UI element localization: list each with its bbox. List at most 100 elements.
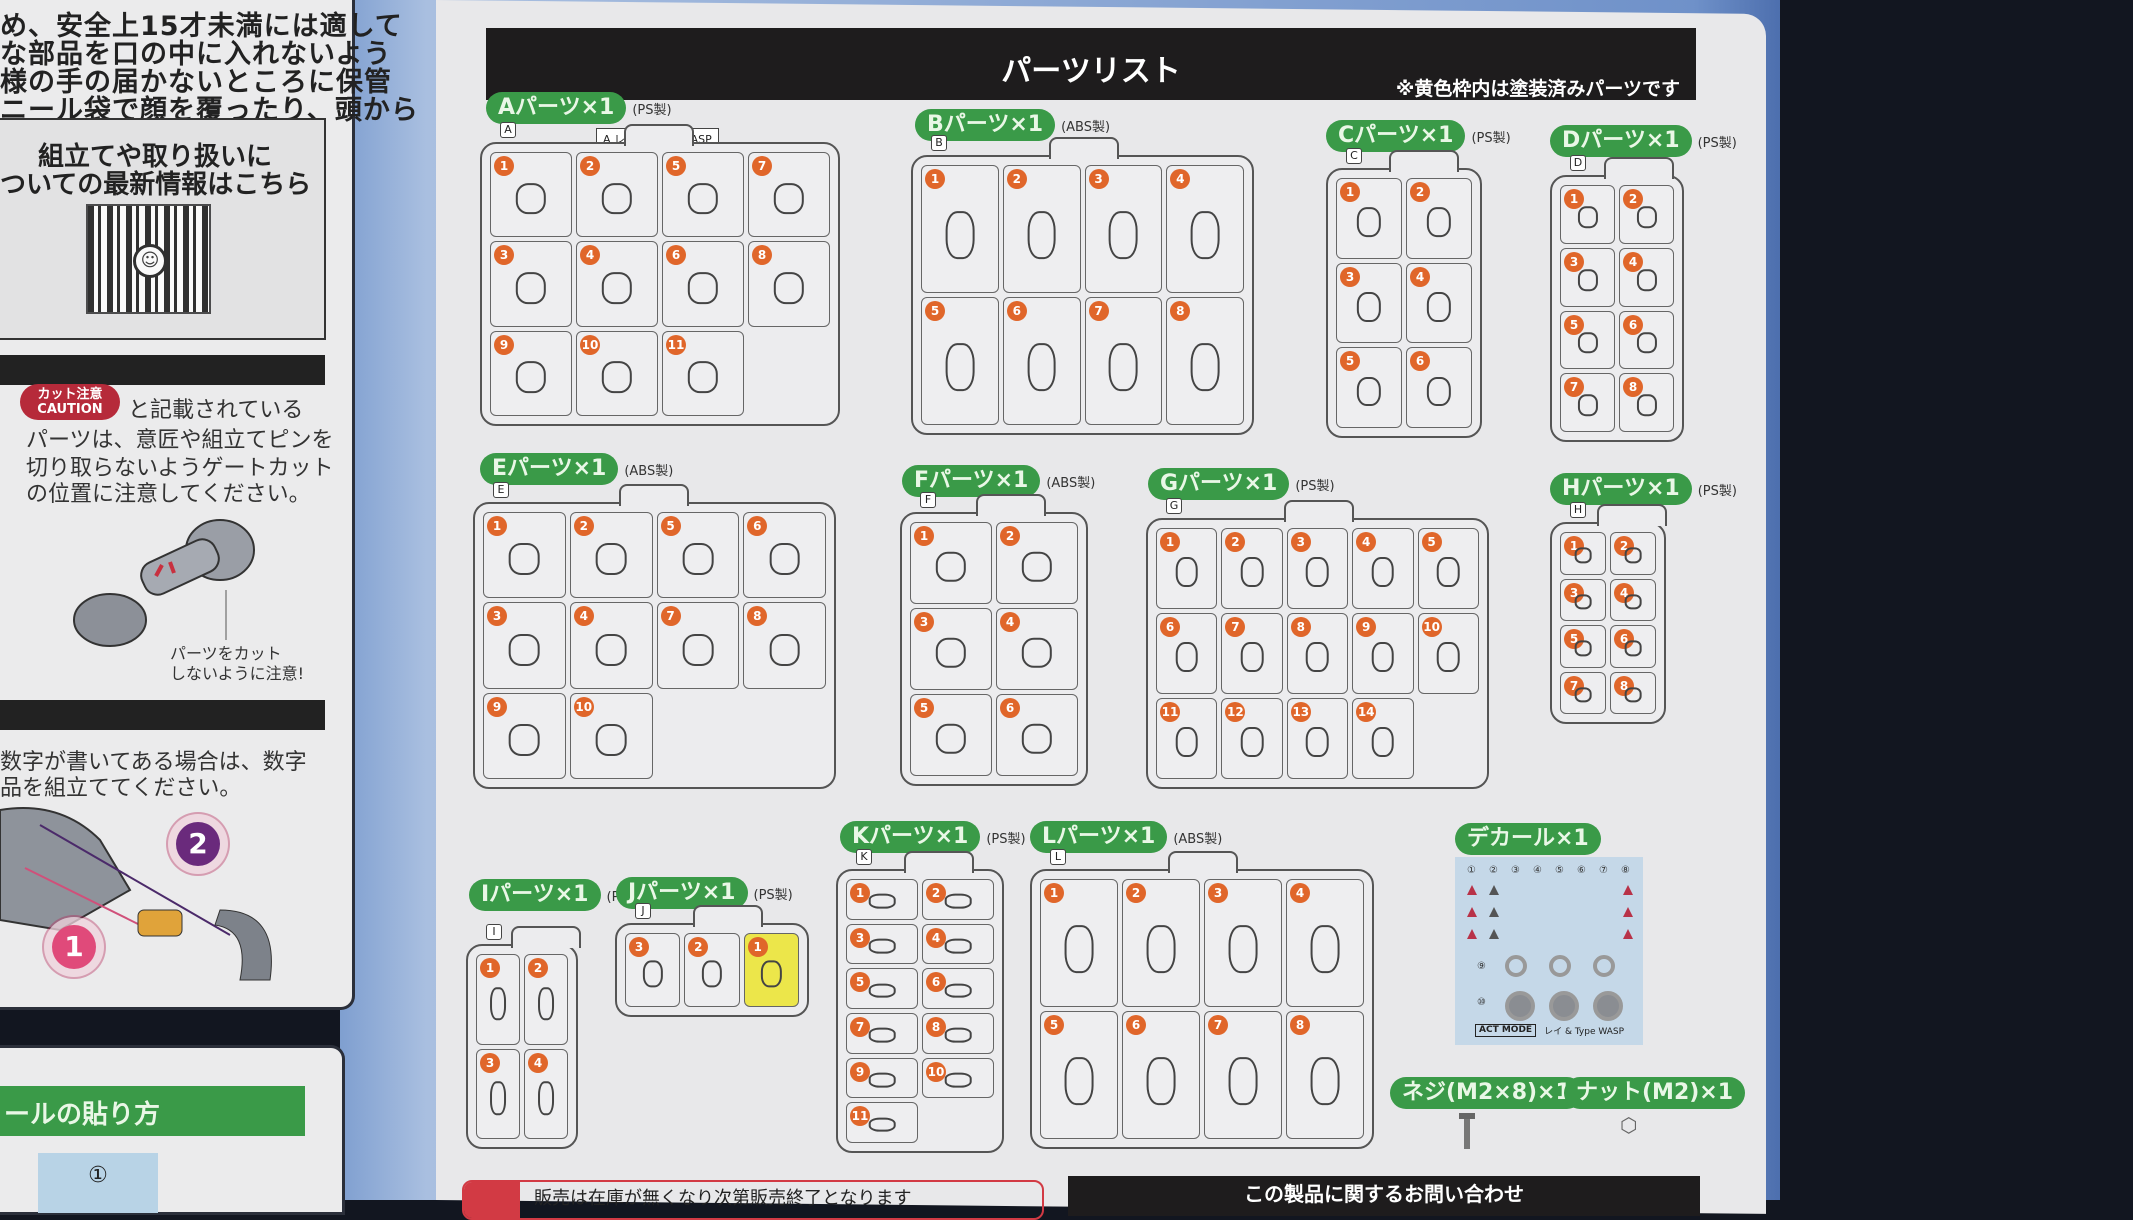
sprue-part[interactable]: 5	[846, 968, 918, 1009]
sprue-part[interactable]: 4	[1286, 879, 1364, 1007]
sprue-part[interactable]: 3	[490, 241, 572, 327]
sprue-part[interactable]: 6	[1619, 310, 1674, 370]
sprue-part[interactable]: 3	[1560, 247, 1615, 307]
sprue-part[interactable]: 9	[483, 692, 566, 779]
sprue-part[interactable]: 7	[748, 152, 830, 238]
sprue-part[interactable]: 12	[1221, 698, 1283, 779]
sprue-part[interactable]: 6	[1122, 1011, 1200, 1139]
sprue-part[interactable]: 5	[656, 512, 740, 599]
sprue-part[interactable]: 6	[1610, 625, 1656, 668]
sprue-part[interactable]: 8	[1286, 1011, 1364, 1139]
sprue-part[interactable]: 2	[1002, 165, 1081, 293]
sprue-part[interactable]: 2	[1122, 879, 1200, 1007]
sprue-part[interactable]: 1	[1040, 879, 1118, 1007]
sprue-part[interactable]: 1	[476, 954, 520, 1045]
sprue-part[interactable]: 9	[1352, 613, 1414, 694]
sprue-part[interactable]: 4	[1352, 528, 1414, 609]
sprue-part[interactable]: 5	[910, 694, 992, 776]
sprue-part[interactable]: 1	[743, 933, 799, 1007]
sprue-part[interactable]: 7	[656, 602, 740, 689]
sprue-part[interactable]: 6	[996, 694, 1078, 776]
sprue-part[interactable]: 7	[1560, 671, 1606, 714]
sprue-part[interactable]: 2	[922, 879, 994, 920]
sprue-part[interactable]: 8	[743, 602, 826, 689]
sprue-part[interactable]: 5	[921, 297, 999, 425]
sprue-part[interactable]: 5	[662, 152, 744, 238]
sprue-part[interactable]: 3	[1286, 528, 1349, 609]
sprue-part[interactable]: 11	[662, 330, 744, 416]
sprue-part[interactable]: 2	[684, 933, 740, 1007]
sprue-part[interactable]: 3	[1336, 262, 1402, 344]
sprue-part[interactable]: 5	[1336, 347, 1402, 428]
sprue-part[interactable]: 5	[1417, 528, 1479, 609]
sprue-part[interactable]: 3	[910, 608, 992, 690]
sprue-part[interactable]: 2	[576, 152, 658, 238]
sprue-part[interactable]: 2	[569, 512, 653, 599]
sprue-part[interactable]: 2	[1221, 528, 1283, 609]
sprue-part[interactable]: 2	[1619, 185, 1674, 244]
sprue-part[interactable]: 8	[1619, 373, 1674, 432]
sprue-part[interactable]: 4	[1610, 578, 1656, 621]
sprue-part[interactable]: 2	[524, 954, 568, 1045]
sprue-part[interactable]: 3	[625, 933, 681, 1007]
sprue-part[interactable]: 9	[490, 330, 572, 416]
sprue-part[interactable]: 1	[1560, 532, 1606, 575]
sprue-part[interactable]: 4	[1619, 247, 1674, 307]
sprue-part[interactable]: 4	[576, 241, 658, 327]
sprue-part[interactable]: 10	[576, 330, 658, 416]
sprue-part[interactable]: 4	[996, 608, 1078, 690]
sprue-part[interactable]: 3	[476, 1048, 520, 1139]
sprue-part[interactable]: 8	[1166, 297, 1244, 425]
sprue-part[interactable]: 6	[662, 241, 744, 327]
sprue-part[interactable]: 1	[483, 512, 566, 599]
sprue-part[interactable]: 10	[569, 692, 653, 779]
sprue-part[interactable]: 4	[524, 1048, 568, 1139]
sprue-part[interactable]: 11	[1156, 698, 1218, 779]
sprue-part[interactable]: 4	[922, 923, 994, 965]
sprue-part[interactable]: 8	[1286, 613, 1349, 694]
sprue-part[interactable]: 7	[1084, 297, 1163, 425]
part-number-badge: 1	[1044, 883, 1064, 903]
sprue-part[interactable]: 3	[846, 923, 918, 965]
sprue-part[interactable]: 4	[1166, 165, 1244, 293]
sprue-part[interactable]: 1	[1336, 178, 1402, 259]
sprue-part[interactable]: 10	[1417, 613, 1479, 694]
sprue-part[interactable]: 6	[1406, 347, 1472, 428]
sprue-part[interactable]: 8	[748, 241, 830, 327]
sprue-part[interactable]: 1	[910, 522, 992, 604]
sprue-part[interactable]: 6	[1156, 613, 1218, 694]
sprue-part[interactable]: 3	[1084, 165, 1163, 293]
sprue-part[interactable]: 8	[922, 1012, 994, 1054]
sprue-part[interactable]: 11	[846, 1102, 918, 1143]
sprue-part[interactable]: 14	[1352, 698, 1414, 779]
sprue-part[interactable]: 6	[922, 968, 994, 1009]
sprue-part[interactable]: 2	[1610, 532, 1656, 575]
sprue-part[interactable]: 13	[1286, 698, 1349, 779]
sprue-part[interactable]: 1	[846, 879, 918, 920]
sprue-part[interactable]: 4	[569, 602, 653, 689]
sprue-part[interactable]: 2	[1406, 178, 1472, 259]
qr-code[interactable]: ☺	[86, 204, 211, 314]
sprue-part[interactable]: 1	[490, 152, 572, 238]
sprue-part[interactable]: 1	[1156, 528, 1218, 609]
sprue-part[interactable]: 5	[1560, 625, 1606, 668]
sprue-part[interactable]: 10	[922, 1057, 994, 1099]
sprue-part[interactable]: 6	[743, 512, 826, 599]
sprue-part[interactable]: 8	[1610, 671, 1656, 714]
sprue-part[interactable]: 5	[1560, 310, 1615, 370]
sprue-part[interactable]: 3	[1560, 578, 1606, 621]
sprue-part[interactable]: 9	[846, 1057, 918, 1099]
sprue-part[interactable]: 1	[921, 165, 999, 293]
sprue-part[interactable]: 2	[996, 522, 1078, 604]
sprue-part[interactable]: 7	[1221, 613, 1283, 694]
sprue-part[interactable]: 5	[1040, 1011, 1118, 1139]
sprue-part[interactable]: 7	[1560, 373, 1615, 432]
sprue-part[interactable]: 7	[846, 1012, 918, 1054]
sprue-part[interactable]: 1	[1560, 185, 1615, 244]
sprue-part[interactable]: 6	[1002, 297, 1081, 425]
sprue-part[interactable]: 3	[483, 602, 566, 689]
sprue-part[interactable]: 4	[1406, 262, 1472, 344]
sprue-part[interactable]: 3	[1204, 879, 1282, 1007]
sprue-part[interactable]: 7	[1204, 1011, 1282, 1139]
part-shape-icon	[1306, 557, 1329, 588]
